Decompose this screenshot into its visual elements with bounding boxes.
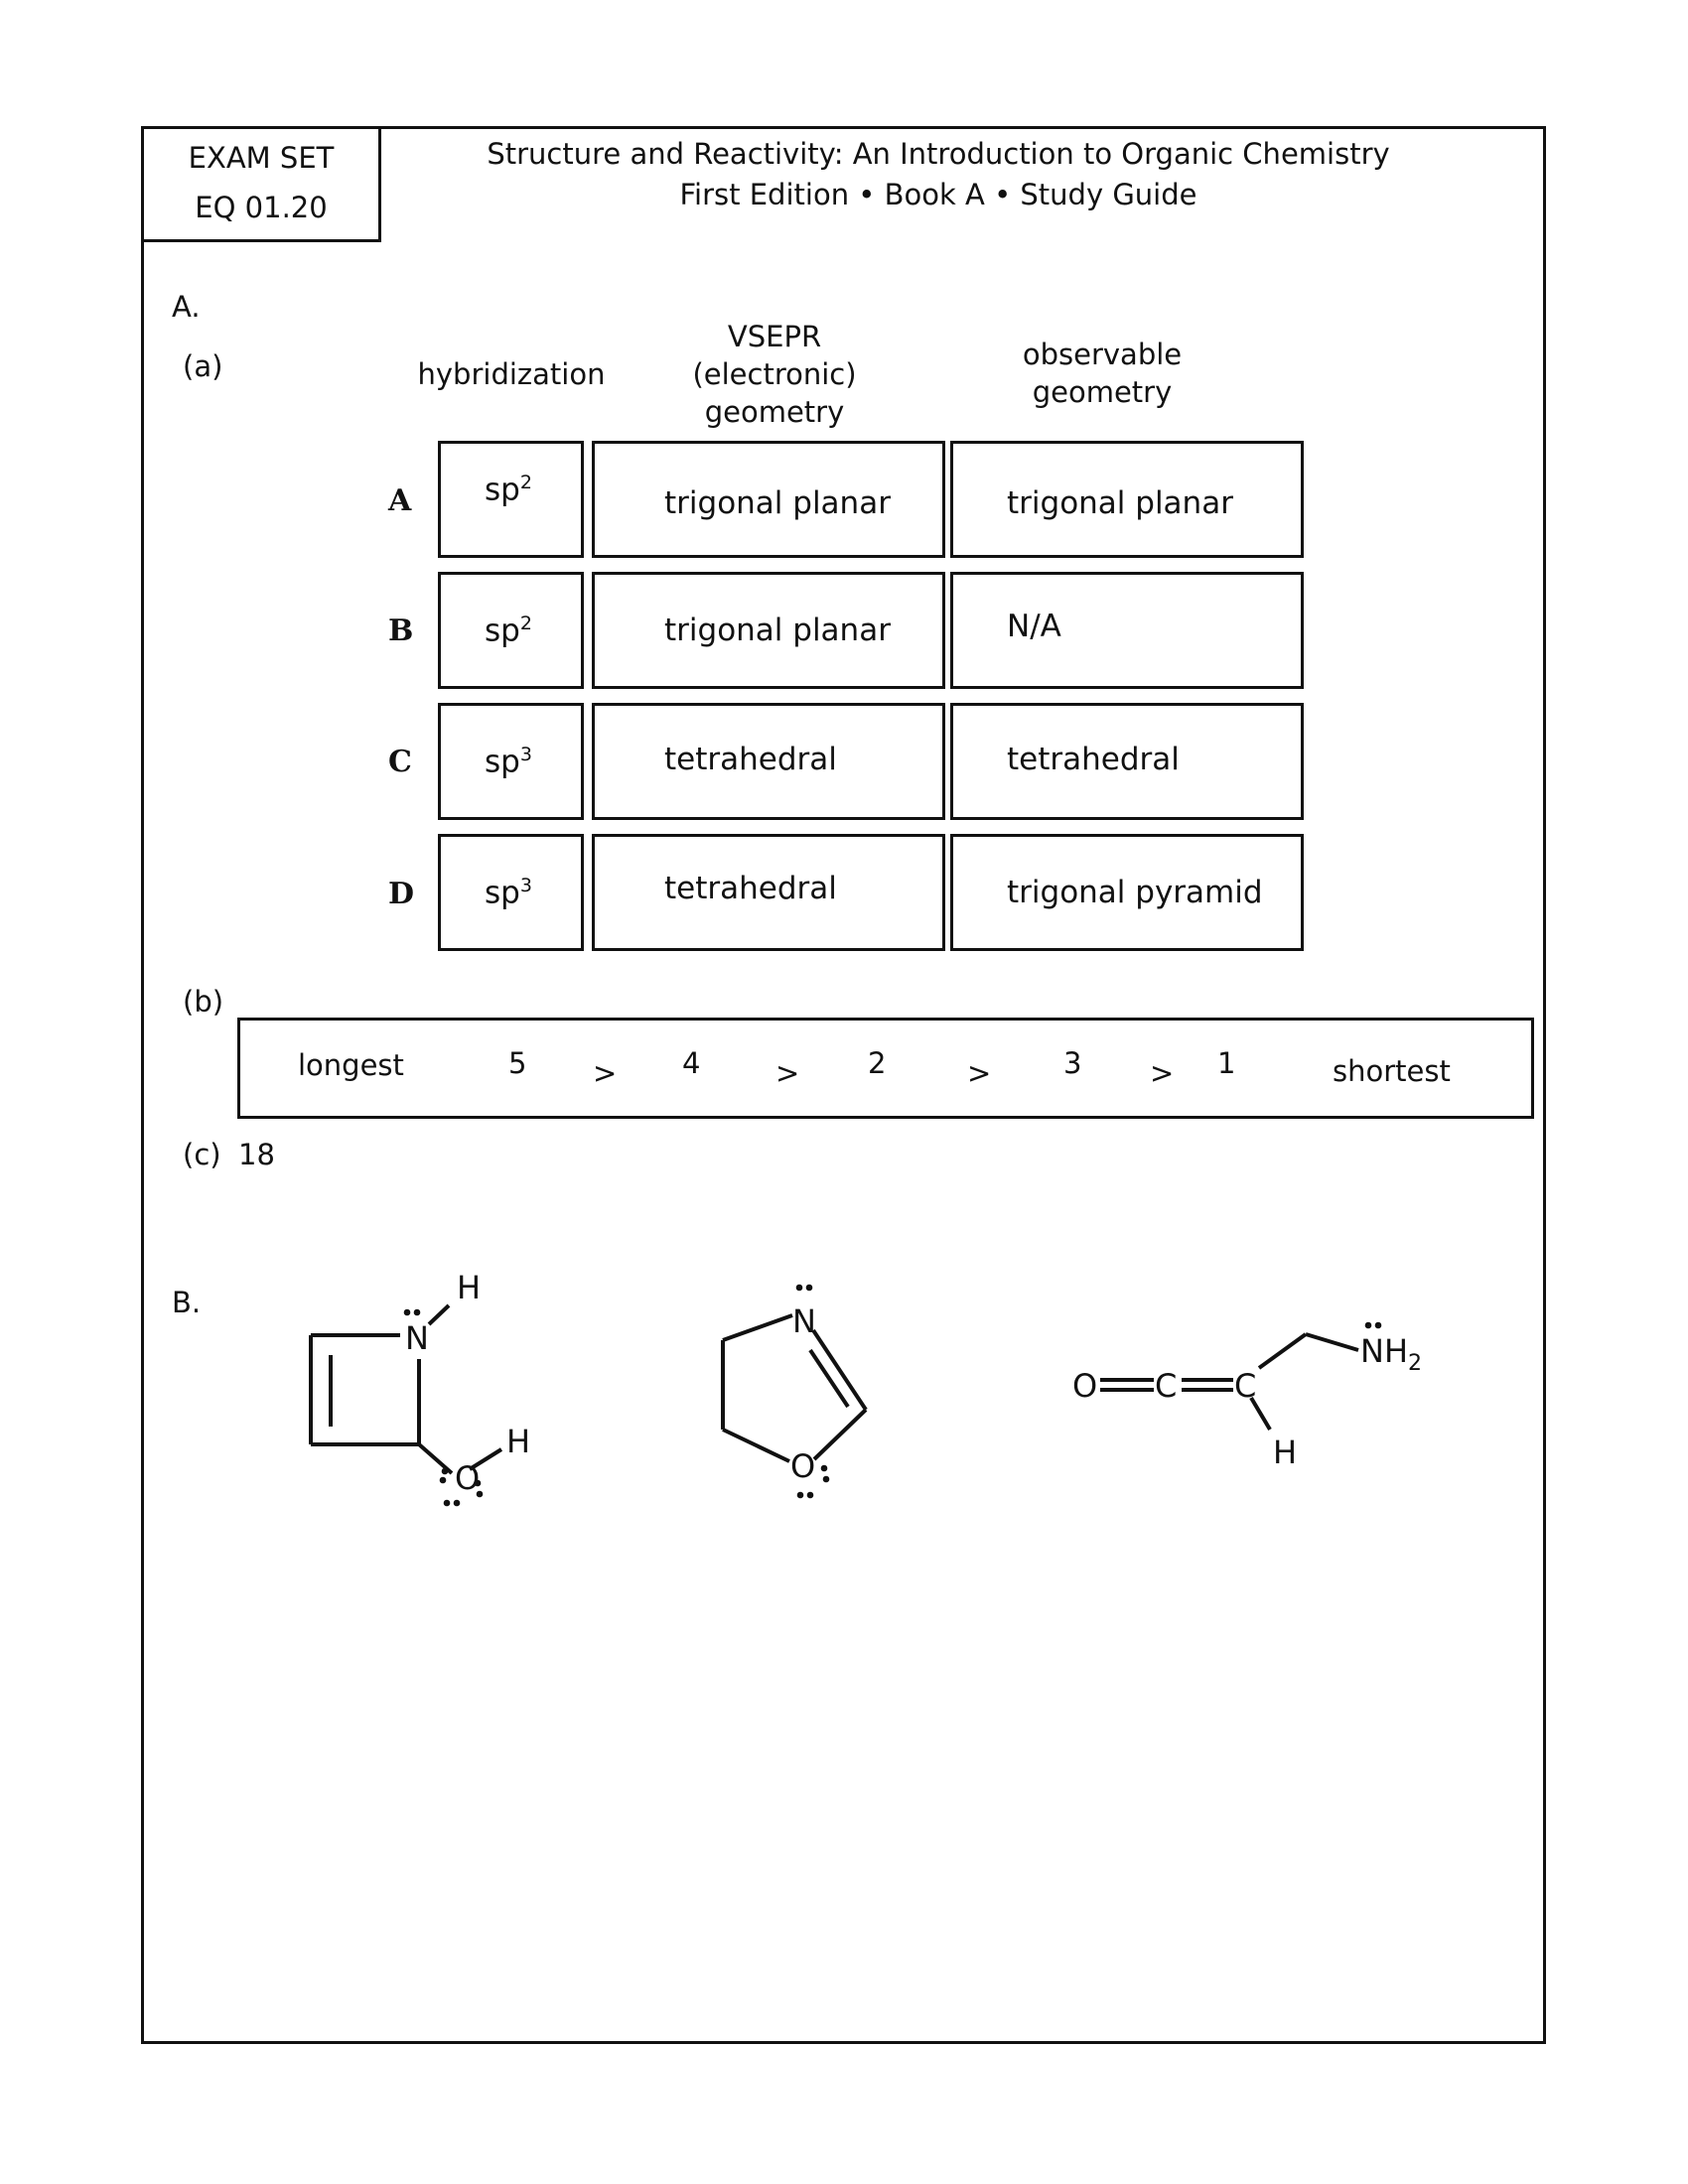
molecule-3-c1: C xyxy=(1155,1367,1177,1405)
row-b-hybridization: sp2 xyxy=(485,613,532,649)
row-d-vsepr: tetrahedral xyxy=(664,871,837,906)
row-d-vsepr-cell: tetrahedral xyxy=(592,834,945,951)
row-c-hybridization: sp3 xyxy=(485,744,532,780)
ranking-start: longest xyxy=(298,1048,404,1082)
ranking-separator: > xyxy=(1150,1056,1175,1090)
row-b-vsepr-cell: trigonal planar xyxy=(592,572,945,689)
ranking-separator: > xyxy=(775,1056,800,1090)
row-a-vsepr: trigonal planar xyxy=(664,485,891,521)
col-head-hybridization: hybridization xyxy=(417,357,606,391)
row-a-vsepr-cell: trigonal planar xyxy=(592,441,945,558)
molecule-1-structure: N H O H xyxy=(309,1269,530,1507)
page-frame xyxy=(141,126,1546,2044)
row-c-hybridization-cell: sp3 xyxy=(438,703,584,820)
row-d-hybridization: sp3 xyxy=(485,875,532,911)
ranking-item-1: 5 xyxy=(508,1046,527,1080)
part-c-answer: 18 xyxy=(238,1138,275,1171)
col-head-vsepr-line2: (electronic) xyxy=(692,357,857,391)
ranking-box: longest 5 > 4 > 2 > 3 > 1 shortest xyxy=(237,1018,1534,1119)
section-b-label: B. xyxy=(172,1286,202,1319)
ranking-item-5: 1 xyxy=(1217,1046,1236,1080)
ranking-separator: > xyxy=(967,1056,992,1090)
row-d-observable: trigonal pyramid xyxy=(1007,875,1263,910)
molecule-3-c2: C xyxy=(1234,1367,1256,1405)
molecule-3-o: O xyxy=(1072,1367,1097,1405)
molecule-3-h: H xyxy=(1273,1433,1297,1471)
row-letter-d: D xyxy=(388,877,415,911)
col-head-vsepr-line1: VSEPR xyxy=(727,320,822,353)
molecule-2-o: O xyxy=(790,1447,815,1485)
col-head-vsepr-line3: geometry xyxy=(704,395,845,429)
col-head-observable-line1: observable xyxy=(1022,338,1183,371)
molecule-3-structure: O C C H NH2 xyxy=(1072,1321,1422,1471)
row-letter-c: C xyxy=(388,745,412,779)
molecule-3-nh2: NH2 xyxy=(1360,1332,1422,1376)
row-b-observable-cell: N/A xyxy=(950,572,1304,689)
exam-set-code: EQ 01.20 xyxy=(195,191,328,224)
row-letter-a: A xyxy=(388,483,412,518)
row-a-observable-cell: trigonal planar xyxy=(950,441,1304,558)
ranking-item-4: 3 xyxy=(1063,1046,1082,1080)
part-a-label: (a) xyxy=(183,349,223,383)
row-a-observable: trigonal planar xyxy=(1007,485,1233,521)
exam-set-label: EXAM SET xyxy=(188,141,335,175)
molecule-1-o: O xyxy=(455,1459,480,1497)
exam-set-box: EXAM SET EQ 01.20 xyxy=(141,126,381,242)
part-c-label: (c) xyxy=(183,1138,221,1171)
row-b-vsepr: trigonal planar xyxy=(664,613,891,648)
col-head-vsepr: VSEPR (electronic) geometry xyxy=(655,318,894,431)
book-title-line2: First Edition • Book A • Study Guide xyxy=(679,178,1197,211)
row-letter-b: B xyxy=(388,614,414,648)
ranking-separator: > xyxy=(593,1056,618,1090)
molecule-2-n: N xyxy=(792,1302,816,1340)
molecule-2-structure: N O xyxy=(721,1284,868,1499)
row-b-observable: N/A xyxy=(1007,609,1061,644)
row-c-observable-cell: tetrahedral xyxy=(950,703,1304,820)
ranking-item-3: 2 xyxy=(868,1046,887,1080)
book-title-line1: Structure and Reactivity: An Introductio… xyxy=(487,137,1390,171)
molecule-1-nh-h: H xyxy=(457,1269,481,1306)
row-a-hybridization: sp2 xyxy=(485,472,532,508)
molecule-1-n: N xyxy=(405,1319,429,1357)
ranking-end: shortest xyxy=(1333,1054,1451,1088)
row-c-observable: tetrahedral xyxy=(1007,742,1180,777)
row-d-hybridization-cell: sp3 xyxy=(438,834,584,951)
row-a-hybridization-cell: sp2 xyxy=(438,441,584,558)
col-head-observable: observable geometry xyxy=(983,336,1221,411)
ranking-item-2: 4 xyxy=(682,1046,701,1080)
row-c-vsepr: tetrahedral xyxy=(664,742,837,777)
col-head-observable-line2: geometry xyxy=(1032,375,1173,409)
part-b-label: (b) xyxy=(183,985,224,1019)
book-title: Structure and Reactivity: An Introductio… xyxy=(377,134,1499,215)
row-c-vsepr-cell: tetrahedral xyxy=(592,703,945,820)
row-b-hybridization-cell: sp2 xyxy=(438,572,584,689)
molecule-1-oh-h: H xyxy=(506,1423,530,1460)
section-a-label: A. xyxy=(172,290,201,324)
row-d-observable-cell: trigonal pyramid xyxy=(950,834,1304,951)
